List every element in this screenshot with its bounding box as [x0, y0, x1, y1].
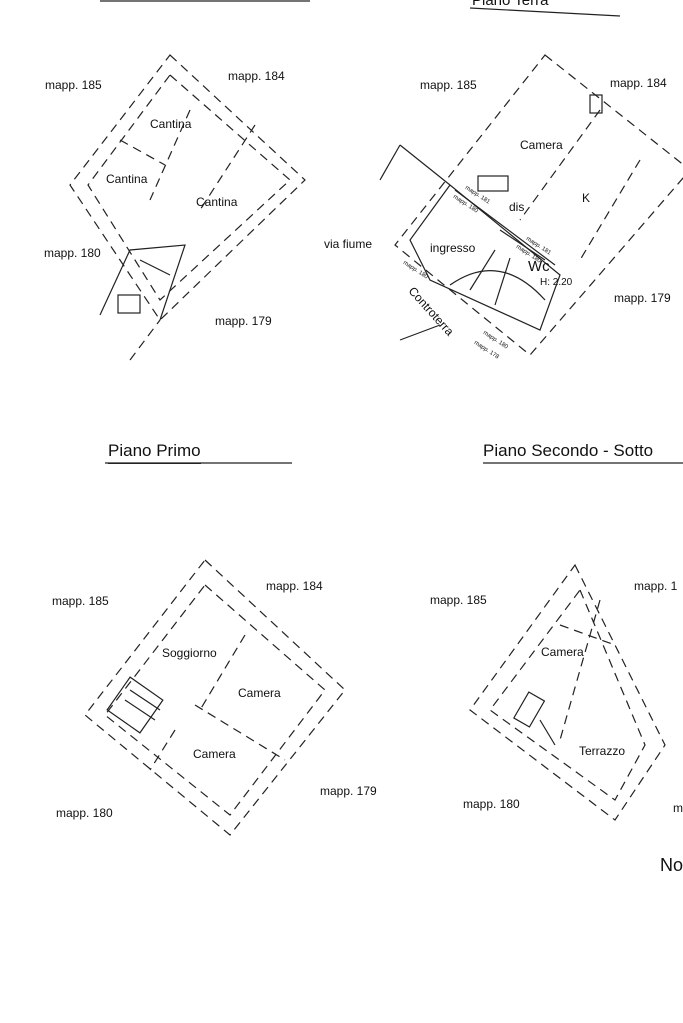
mapp-label: mapp. 185 [430, 593, 487, 607]
room-label: Cantina [150, 117, 192, 131]
room-label: Camera [238, 686, 281, 700]
mapp-label: mapp. 185 [52, 594, 109, 608]
title-piano-terra: Piano Terra [472, 0, 549, 9]
mapp-label: mapp. 184 [228, 69, 285, 83]
plan-cantine-outline [69, 54, 306, 321]
room-label: Cantina [106, 172, 148, 186]
mapp-label: mapp. 180 [44, 246, 101, 260]
mapp-label: m [673, 801, 683, 815]
room-label: Camera [520, 138, 563, 152]
plan-terra-walls [379, 94, 603, 341]
mapp-label: mapp. 184 [266, 579, 323, 593]
mapp-label: mapp. 184 [610, 76, 667, 90]
room-label: Camera [193, 747, 236, 761]
room-label: Soggiorno [162, 646, 217, 660]
title-partial: No [660, 855, 683, 875]
plan-terra-outline [394, 54, 683, 356]
mapp-label: mapp. 185 [420, 78, 477, 92]
plan-cantine-stairs [99, 244, 186, 361]
mapp-label: mapp. 180 [463, 797, 520, 811]
mapp-label: mapp. 179 [614, 291, 671, 305]
plan-secondo-outline [469, 563, 666, 821]
mapp-label: mapp. 185 [45, 78, 102, 92]
room-label: Terrazzo [579, 744, 626, 758]
plan-secondo-stairs [513, 691, 556, 746]
room-label: Cantina [196, 195, 238, 209]
room-label: dis [509, 200, 525, 214]
mapp-label: mapp. 180 [56, 806, 113, 820]
mapp-label: mapp. 1 [634, 579, 678, 593]
plan-primo-outline [84, 559, 346, 836]
height-label: H: 2.20 [540, 277, 573, 288]
mapp-label: mapp. 179 [320, 784, 377, 798]
room-label: Camera [541, 645, 584, 659]
title-underline-terra [469, 7, 621, 17]
street-label: via fiume [324, 237, 373, 251]
room-label: ingresso [430, 241, 476, 255]
title-piano-secondo: Piano Secondo - Sotto [483, 441, 654, 460]
mapp-label: mapp. 179 [215, 314, 272, 328]
title-piano-primo: Piano Primo [108, 441, 201, 464]
plan-primo-stairs [106, 676, 164, 734]
room-label: K [582, 191, 591, 205]
room-label: Wc [528, 258, 550, 275]
